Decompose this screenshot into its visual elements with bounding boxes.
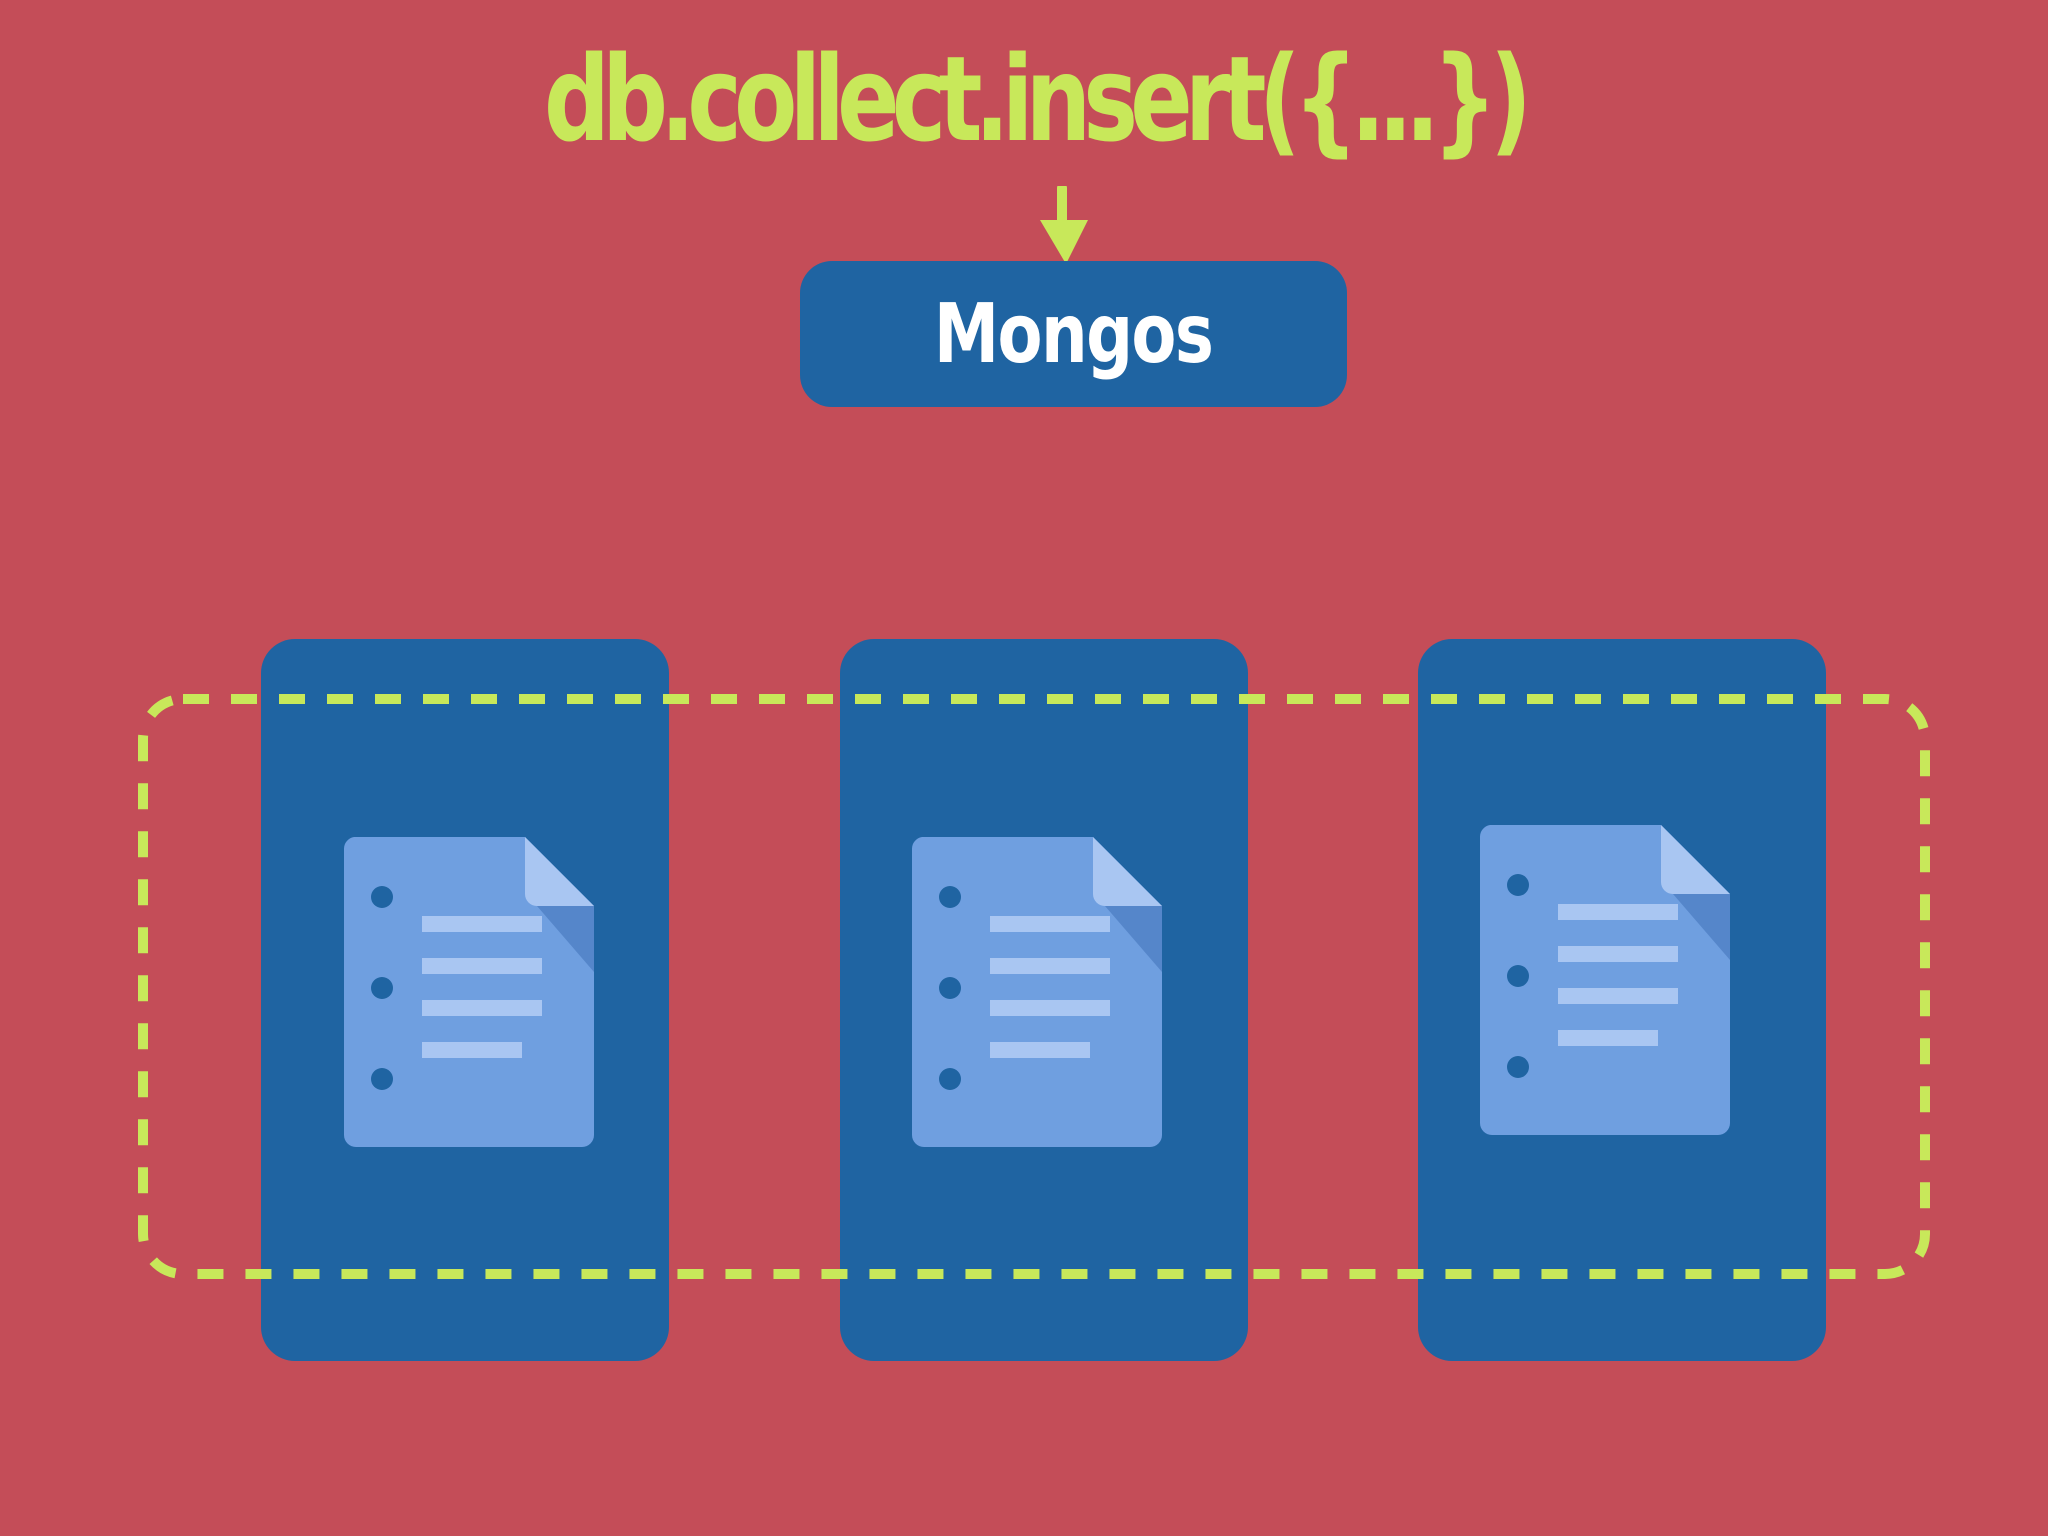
mongos-label: Mongos bbox=[934, 286, 1214, 382]
document-icon bbox=[344, 837, 594, 1147]
shard-2 bbox=[840, 639, 1248, 1361]
shard-1 bbox=[261, 639, 669, 1361]
arrow-down-icon bbox=[1040, 186, 1088, 264]
shard-3 bbox=[1418, 639, 1826, 1361]
insert-command-title: db.collect.insert({...}) bbox=[544, 30, 1532, 168]
document-icon bbox=[1480, 825, 1730, 1135]
mongos-router-box: Mongos bbox=[800, 261, 1347, 407]
document-icon bbox=[912, 837, 1162, 1147]
